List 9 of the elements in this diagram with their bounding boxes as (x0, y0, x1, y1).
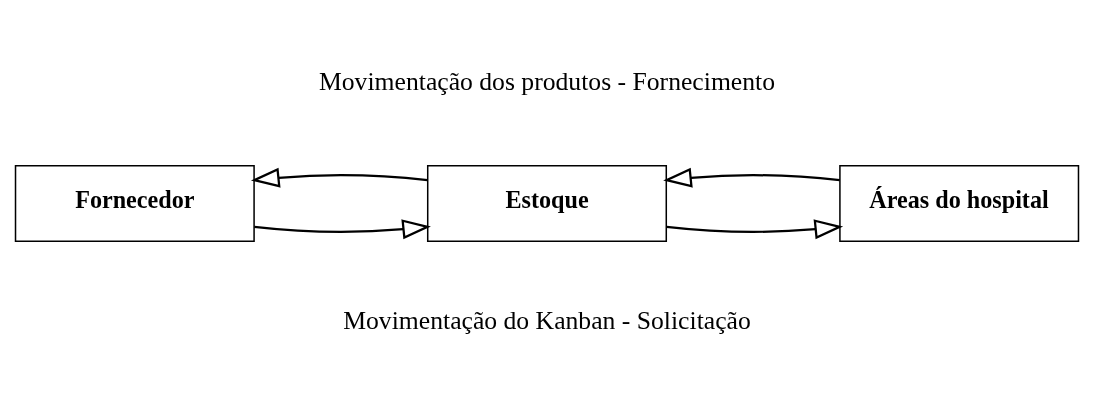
arrow (663, 167, 840, 188)
arrow (254, 219, 431, 240)
node-box: Áreas do hospital (839, 165, 1080, 242)
arrow (666, 219, 844, 240)
node-box: Estoque (426, 165, 668, 242)
node-box: Fornecedor (14, 165, 255, 242)
label: Movimentação do Kanban - Solicitação (343, 305, 751, 335)
label: Movimentação dos produtos - Fornecimento (318, 67, 776, 97)
arrow (250, 167, 428, 188)
